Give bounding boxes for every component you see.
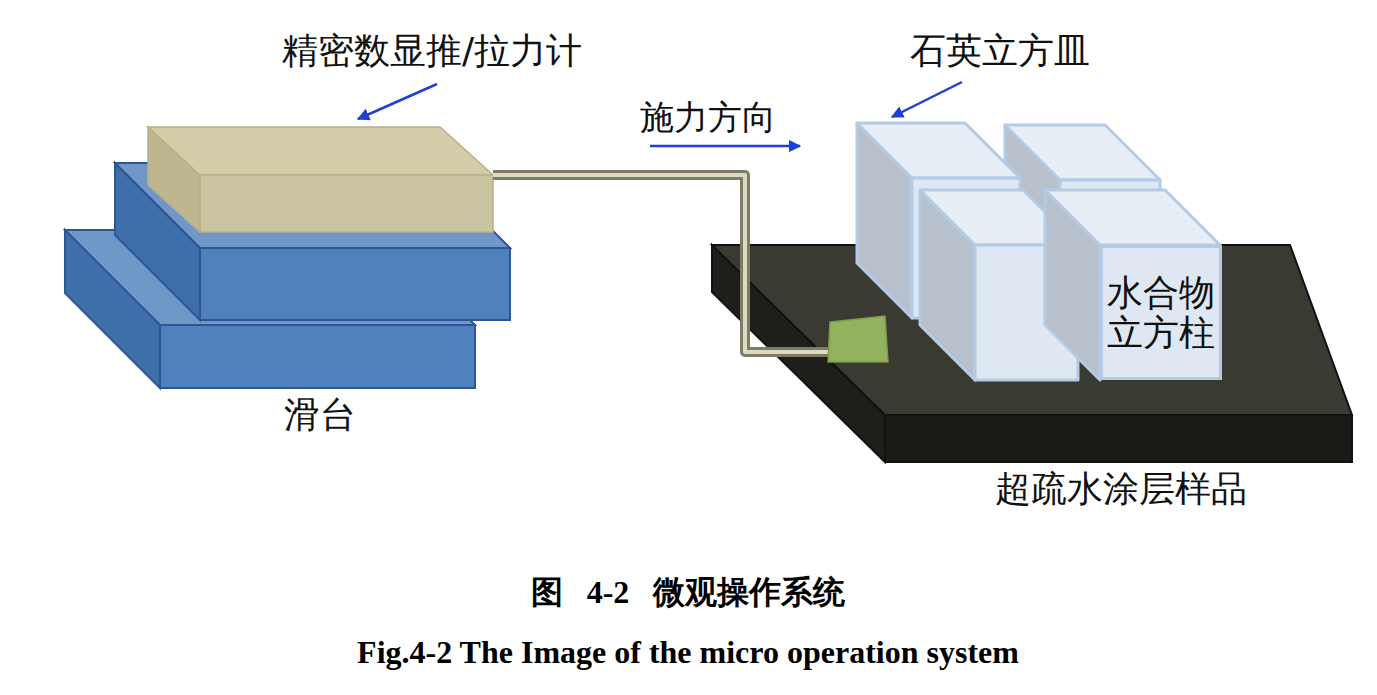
force-gauge [148, 127, 493, 232]
callout-arrow [892, 82, 962, 117]
probe-tip [828, 316, 888, 362]
push-rod [493, 175, 832, 352]
slide-table [65, 163, 510, 388]
part-label: 精密数显推/拉力计 [282, 30, 582, 71]
figure-caption: 图 4-2 微观操作系统 [531, 574, 846, 611]
direction-label: 施力方向 [640, 98, 776, 137]
force-direction-arrow [650, 145, 800, 148]
hydrate-cube-face: 水合物 立方柱 [1100, 245, 1222, 380]
callout-arrow [358, 84, 437, 119]
cube-label: 水合物 立方柱 [1105, 273, 1217, 352]
part-label: 滑台 [284, 394, 356, 435]
part-label: 超疏水涂层样品 [995, 468, 1247, 509]
figure-caption-english: Fig.4-2 The Image of the micro operation… [357, 634, 1019, 671]
part-label: 石英立方皿 [910, 30, 1090, 71]
